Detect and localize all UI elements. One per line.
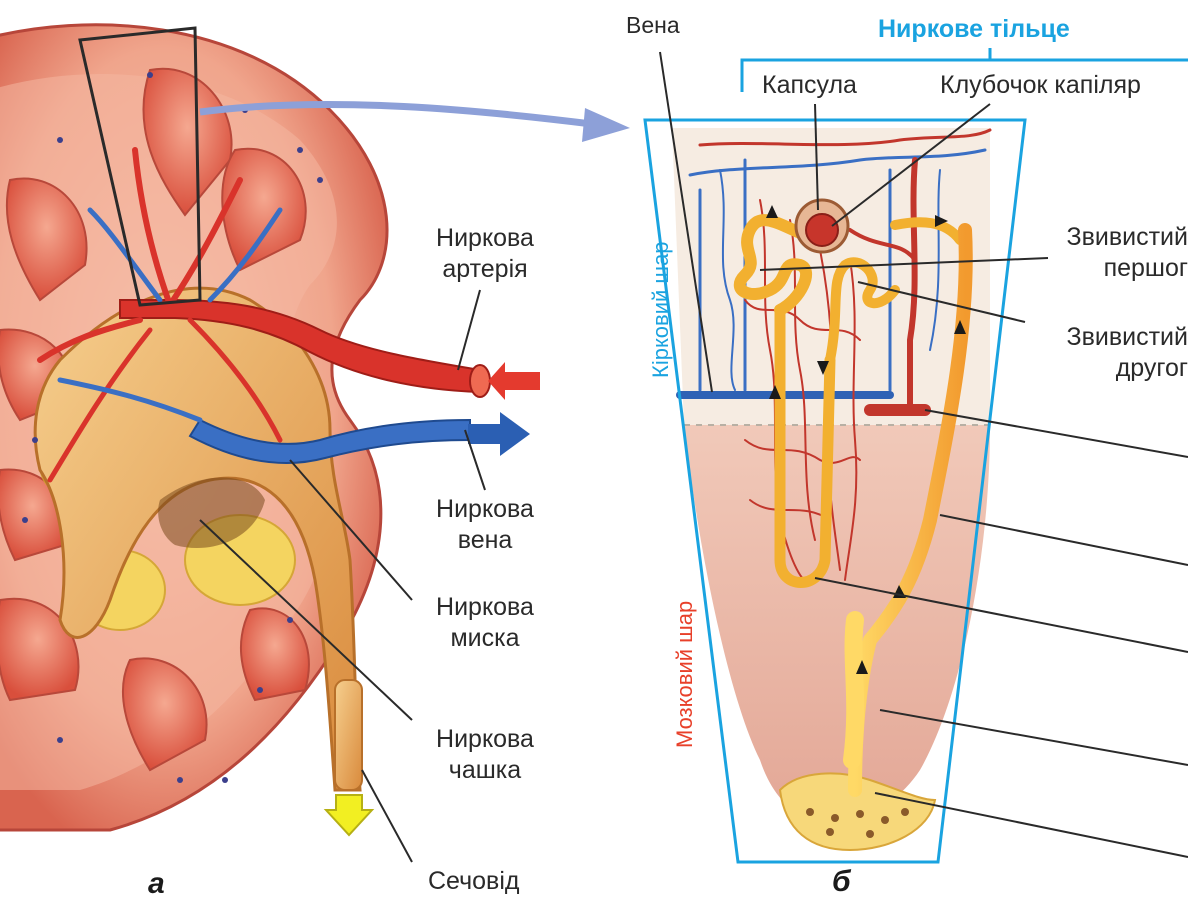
loop-descending	[774, 304, 836, 588]
label-renal-pelvis-line1: Ниркова	[436, 593, 534, 621]
artery-lumen	[469, 364, 491, 398]
flow-arrows	[766, 205, 966, 674]
label-renal-calyx-line1: Ниркова	[436, 725, 534, 753]
label-distal-tubule: Звивистий другог	[1040, 322, 1188, 384]
renal-pelvis	[33, 286, 362, 792]
panel-b-letter: б	[832, 865, 851, 898]
label-renal-artery-line2: артерія	[442, 255, 528, 283]
label-medulla-layer: Мозковий шар	[672, 600, 697, 748]
panel-a-leaders	[199, 289, 486, 863]
glomerulus-capillaries	[805, 213, 839, 247]
medulla-region	[684, 425, 990, 825]
label-renal-vein: Ниркова вена	[420, 494, 550, 556]
ureter-tube	[334, 679, 363, 791]
corpuscle-bracket	[740, 58, 1188, 92]
label-renal-calyx-line2: чашка	[448, 756, 522, 784]
zoom-arrow-head	[582, 108, 630, 142]
interlobar-vessels	[37, 147, 283, 483]
label-proximal-tubule-line2: першог	[1103, 254, 1188, 282]
label-capsule: Капсула	[762, 71, 857, 99]
label-vein: Вена	[626, 12, 680, 38]
distal-convoluted-tubule	[825, 257, 900, 365]
label-renal-vein-line2: вена	[457, 526, 513, 554]
label-glomerulus: Клубочок капіляр	[940, 71, 1141, 99]
label-ureter: Сечовід	[428, 867, 520, 895]
label-renal-pelvis: Ниркова миска	[420, 592, 550, 654]
panel-b-leaders	[659, 51, 1188, 858]
label-distal-tubule-line1: Звивистий	[1066, 323, 1188, 351]
nephron-diagram	[643, 48, 1188, 864]
sample-region-frame	[78, 26, 202, 307]
label-proximal-tubule: Звивистий першог	[1040, 222, 1188, 284]
label-renal-corpuscle: Ниркове тільце	[878, 15, 1070, 43]
label-renal-vein-line1: Ниркова	[436, 495, 534, 523]
papilla-openings	[806, 808, 909, 838]
zoom-frame	[643, 118, 1027, 864]
renal-artery	[119, 299, 481, 394]
label-proximal-tubule-line1: Звивистий	[1066, 223, 1188, 251]
label-renal-artery: Ниркова артерія	[420, 223, 550, 285]
label-renal-artery-line1: Ниркова	[436, 224, 534, 252]
zoom-arrow	[199, 100, 601, 129]
kidney-section	[0, 23, 630, 863]
label-cortex-layer: Кірковий шар	[648, 241, 673, 378]
connecting-tubule	[890, 217, 965, 245]
label-renal-calyx: Ниркова чашка	[420, 724, 550, 786]
venous-outflow-arrow	[468, 412, 530, 456]
panel-a-letter: а	[148, 867, 165, 900]
arterial-inflow-arrow	[488, 362, 540, 400]
label-renal-pelvis-line2: миска	[450, 624, 520, 652]
label-distal-tubule-line2: другог	[1115, 354, 1188, 382]
calyx-cavity	[158, 477, 265, 548]
proximal-convoluted-tubule	[733, 214, 812, 316]
tubules	[733, 214, 973, 797]
renal-vein	[188, 418, 471, 464]
urine-flow-arrow	[323, 794, 375, 837]
